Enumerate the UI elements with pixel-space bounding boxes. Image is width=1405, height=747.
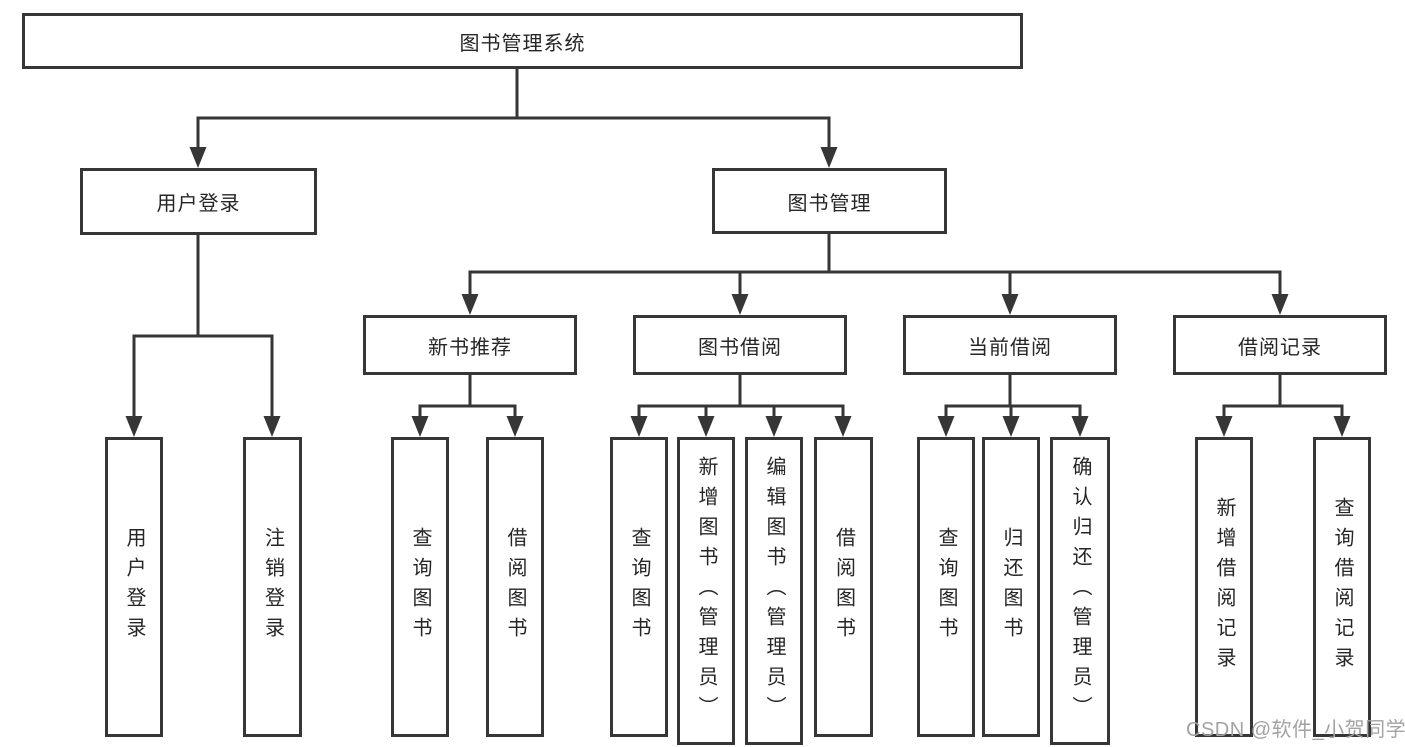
leaf-user-login-label: 用户登录 <box>123 527 145 647</box>
leaf-query-book-borrow-label: 查询图书 <box>628 527 650 647</box>
leaf-add-borrow-record-label: 新增借阅记录 <box>1213 497 1235 677</box>
leaf-borrow-book-label: 借阅图书 <box>832 527 855 647</box>
leaf-query-borrow-record-label: 查询借阅记录 <box>1331 497 1353 677</box>
leaf-confirm-return-admin: 确认归还（管理员） <box>1050 437 1110 745</box>
leaf-user-login: 用户登录 <box>105 437 163 737</box>
leaf-query-book-borrow: 查询图书 <box>610 437 668 737</box>
node-book-borrow: 图书借阅 <box>633 315 847 375</box>
node-new-book-recommend: 新书推荐 <box>363 315 577 375</box>
node-current-borrow: 当前借阅 <box>903 315 1117 375</box>
leaf-add-book-admin: 新增图书（管理员） <box>677 437 735 745</box>
leaf-query-book-recommend-label: 查询图书 <box>409 527 431 647</box>
leaf-return-book: 归还图书 <box>982 437 1040 737</box>
leaf-return-book-label: 归还图书 <box>1000 527 1022 647</box>
leaf-borrow-book-recommend: 借阅图书 <box>486 437 544 737</box>
leaf-borrow-book-recommend-label: 借阅图书 <box>504 527 526 647</box>
leaf-add-book-admin-label: 新增图书（管理员） <box>695 456 717 726</box>
leaf-borrow-book: 借阅图书 <box>814 437 873 737</box>
node-borrow-record: 借阅记录 <box>1173 315 1387 375</box>
leaf-query-book-current-label: 查询图书 <box>935 527 957 647</box>
node-user-login: 用户登录 <box>80 168 317 235</box>
leaf-query-book-current: 查询图书 <box>917 437 975 737</box>
leaf-add-borrow-record: 新增借阅记录 <box>1195 437 1253 737</box>
leaf-logout: 注销登录 <box>243 437 302 737</box>
node-root: 图书管理系统 <box>22 13 1023 69</box>
leaf-confirm-return-admin-label: 确认归还（管理员） <box>1069 456 1091 726</box>
leaf-logout-label: 注销登录 <box>261 527 284 647</box>
leaf-edit-book-admin: 编辑图书（管理员） <box>745 437 803 745</box>
csdn-watermark: CSDN @软件_小贺同学 <box>1186 719 1405 741</box>
leaf-query-book-recommend: 查询图书 <box>391 437 449 737</box>
leaf-edit-book-admin-label: 编辑图书（管理员） <box>763 456 785 726</box>
leaf-query-borrow-record: 查询借阅记录 <box>1313 437 1371 737</box>
node-book-management: 图书管理 <box>712 168 947 234</box>
